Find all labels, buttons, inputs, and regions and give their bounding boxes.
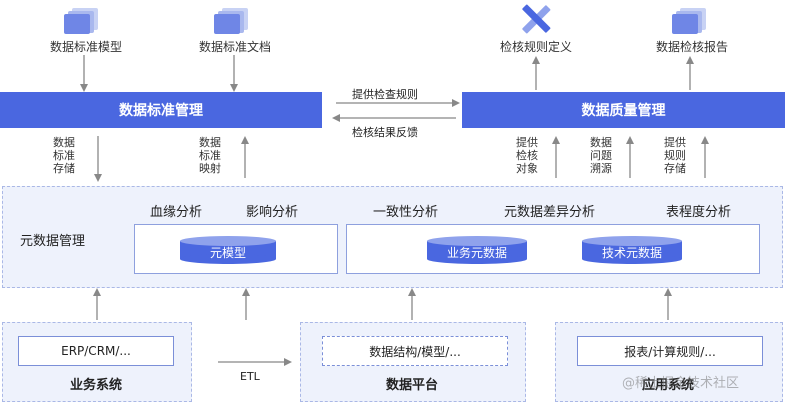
label-report: 数据检核报告 [655, 40, 728, 54]
etl-label: ETL [240, 370, 260, 383]
label-std-doc: 数据标准文档 [198, 40, 271, 54]
provide-rules-label: 提供检查规则 [352, 88, 418, 101]
data-platform-box: 数据结构/模型/... [322, 336, 508, 366]
biz-system-box: ERP/CRM/... [18, 336, 174, 366]
watermark: @稀土掘金技术社区 [622, 376, 740, 391]
label-std-model: 数据标准模型 [49, 40, 122, 54]
vertical-label-std-storage: 数据 标准 存储 [53, 136, 75, 175]
quality-management-bar: 数据质量管理 [462, 92, 785, 128]
vertical-label-issue-trace: 数据 问题 溯源 [590, 136, 612, 175]
std-management-bar: 数据标准管理 [0, 92, 322, 128]
feedback-label: 检核结果反馈 [352, 126, 418, 139]
label-rule-def: 检核规则定义 [499, 40, 572, 54]
diff-label: 元数据差异分析 [504, 205, 596, 220]
app-system-title: 应用系统 [641, 378, 694, 393]
tech-meta-label: 技术元数据 [601, 246, 662, 260]
app-system-box: 报表/计算规则/... [577, 336, 763, 366]
database-icon [427, 236, 527, 264]
document-stack-icon [64, 8, 98, 34]
vertical-label-provide-objects: 提供 检核 对象 [516, 136, 538, 175]
impact-label: 影响分析 [246, 205, 299, 220]
lineage-label: 血缘分析 [150, 205, 203, 220]
database-icon [180, 236, 276, 264]
meta-data-box [346, 224, 760, 274]
vertical-label-std-mapping: 数据 标准 映射 [199, 136, 221, 175]
document-stack-icon [672, 8, 706, 34]
biz-meta-label: 业务元数据 [446, 246, 507, 260]
document-stack-icon [214, 8, 248, 34]
database-icon [582, 236, 682, 264]
consistency-label: 一致性分析 [373, 205, 439, 220]
metadata-title: 元数据管理 [20, 234, 86, 249]
ruler-pencil-icon [522, 4, 551, 34]
data-platform-title: 数据平台 [385, 378, 438, 393]
degree-label: 表程度分析 [666, 205, 732, 220]
biz-system-title: 业务系统 [69, 378, 122, 393]
meta-model-label: 元模型 [209, 246, 246, 260]
vertical-label-provide-rule-store: 提供 规则 存储 [664, 136, 686, 175]
